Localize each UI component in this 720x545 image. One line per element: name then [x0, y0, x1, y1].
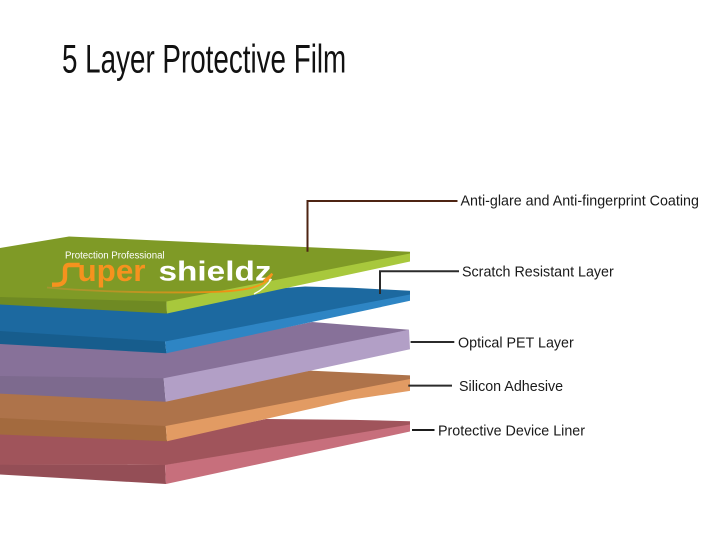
- svg-text:shieldz: shieldz: [159, 256, 272, 287]
- svg-text:Scratch Resistant Layer: Scratch Resistant Layer: [462, 265, 614, 281]
- svg-text:Protective Device Liner: Protective Device Liner: [438, 423, 585, 439]
- svg-text:Optical PET Layer: Optical PET Layer: [458, 335, 574, 351]
- svg-text:5 Layer Protective Film: 5 Layer Protective Film: [62, 38, 346, 82]
- svg-text:Silicon Adhesive: Silicon Adhesive: [459, 379, 563, 395]
- svg-text:uper: uper: [78, 253, 146, 288]
- svg-text:Protection Professional: Protection Professional: [65, 251, 165, 262]
- svg-text:Anti-glare and Anti-fingerprin: Anti-glare and Anti-fingerprint Coating: [461, 193, 699, 209]
